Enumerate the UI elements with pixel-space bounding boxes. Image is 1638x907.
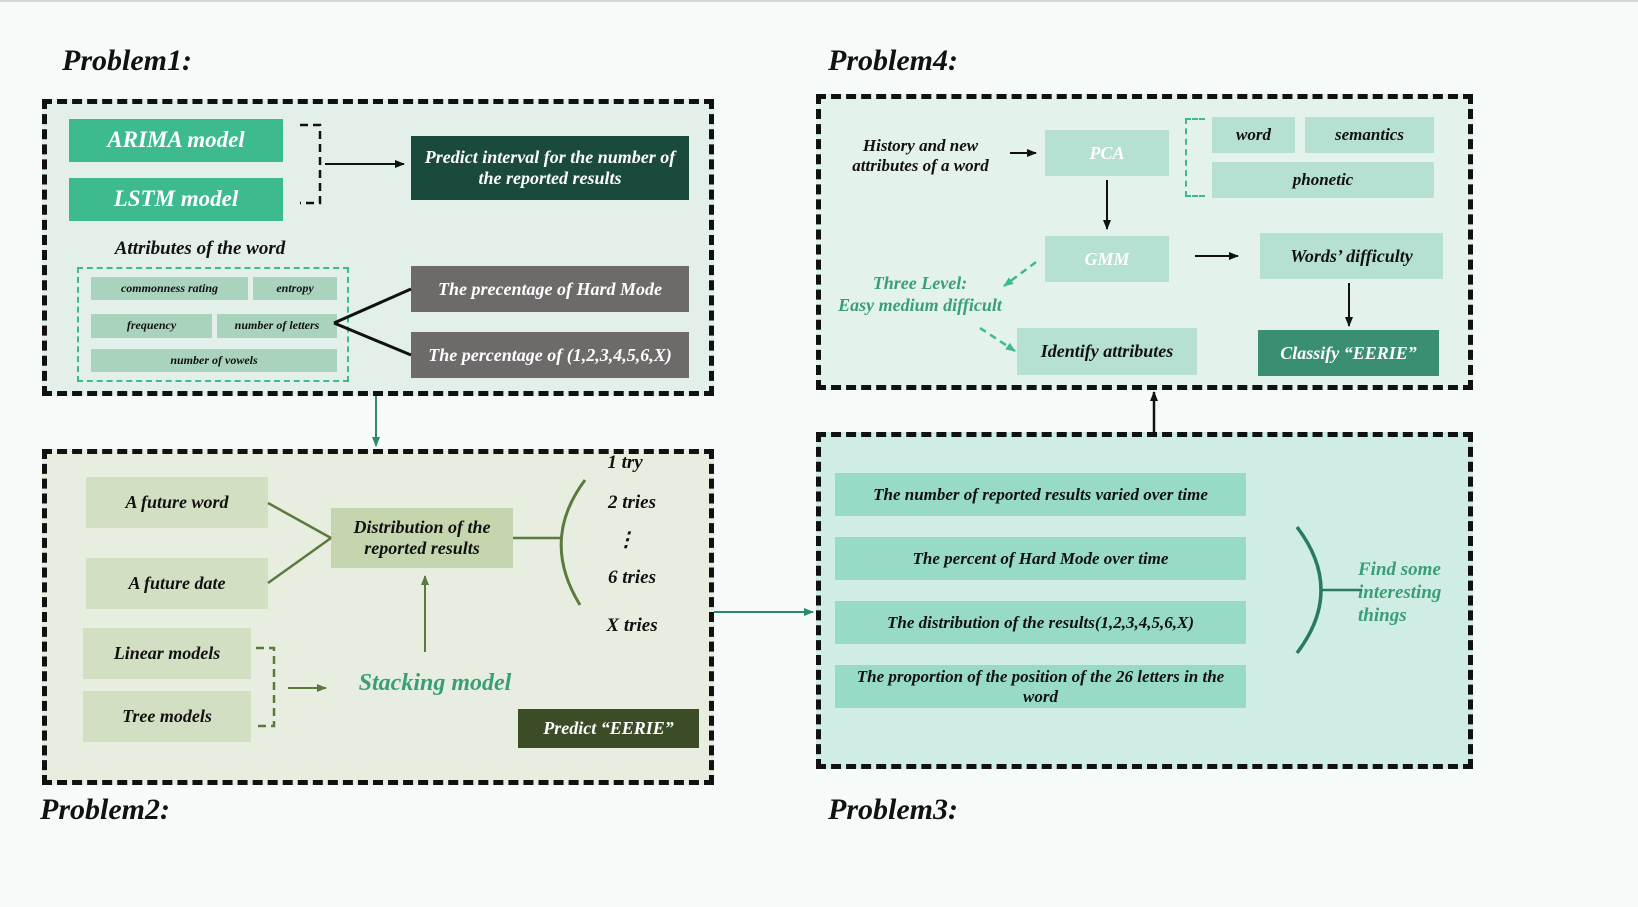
future-date-box: A future date: [86, 558, 268, 609]
problem3-title: Problem3:: [828, 793, 958, 826]
gmm-box: GMM: [1045, 236, 1169, 282]
feature-word: word: [1212, 117, 1295, 153]
classify-eerie-box: Classify “EERIE”: [1258, 330, 1439, 376]
future-word-box: A future word: [86, 477, 268, 528]
try-1-label: 1 try: [607, 452, 643, 473]
attributes-title: Attributes of the word: [114, 238, 286, 259]
predict-interval-box: Predict interval for the number of the r…: [411, 136, 689, 200]
top-border-line: [0, 0, 1638, 2]
feature-phonetic: phonetic: [1212, 162, 1434, 198]
p3-item-distribution: The distribution of the results(1,2,3,4,…: [835, 601, 1246, 644]
attr-number-of-vowels: number of vowels: [91, 349, 337, 372]
percentage-tries-box: The percentage of (1,2,3,4,5,6,X): [411, 332, 689, 378]
p3-item-hard-mode: The percent of Hard Mode over time: [835, 537, 1246, 580]
easy-medium-difficult-label: Easy medium difficult: [838, 295, 1002, 315]
identify-attributes-box: Identify attributes: [1017, 328, 1197, 375]
predict-eerie-box: Predict “EERIE”: [518, 709, 699, 748]
word-features-bracket: [1185, 118, 1205, 197]
feature-semantics: semantics: [1305, 117, 1434, 153]
attr-commonness-rating: commonness rating: [91, 277, 248, 300]
hard-mode-box: The precentage of Hard Mode: [411, 266, 689, 312]
stacking-model-label: Stacking model: [358, 670, 512, 696]
try-2-label: 2 tries: [607, 492, 657, 513]
tree-models-box: Tree models: [83, 691, 251, 742]
attr-entropy: entropy: [253, 277, 337, 300]
distribution-box: Distribution of the reported results: [331, 508, 513, 568]
tries-ellipsis: ⋮: [616, 529, 636, 551]
history-attributes-text: History and new attributes of a word: [852, 136, 989, 176]
p3-item-letter-position: The proportion of the position of the 26…: [835, 665, 1246, 708]
p3-item-reported-results: The number of reported results varied ov…: [835, 473, 1246, 516]
find-interesting-things: Find some interesting things: [1358, 559, 1442, 626]
linear-models-box: Linear models: [83, 628, 251, 679]
try-6-label: 6 tries: [607, 567, 657, 588]
attr-frequency: frequency: [91, 314, 212, 338]
words-difficulty-box: Words’ difficulty: [1260, 233, 1443, 279]
three-level-label: Three Level:: [872, 273, 968, 293]
attr-number-of-letters: number of letters: [217, 314, 337, 338]
problem4-title: Problem4:: [828, 44, 958, 77]
problem1-title: Problem1:: [62, 44, 192, 77]
problem2-title: Problem2:: [40, 793, 170, 826]
arima-model-box: ARIMA model: [69, 119, 283, 162]
try-x-label: X tries: [606, 615, 658, 636]
pca-box: PCA: [1045, 130, 1169, 176]
lstm-model-box: LSTM model: [69, 178, 283, 221]
